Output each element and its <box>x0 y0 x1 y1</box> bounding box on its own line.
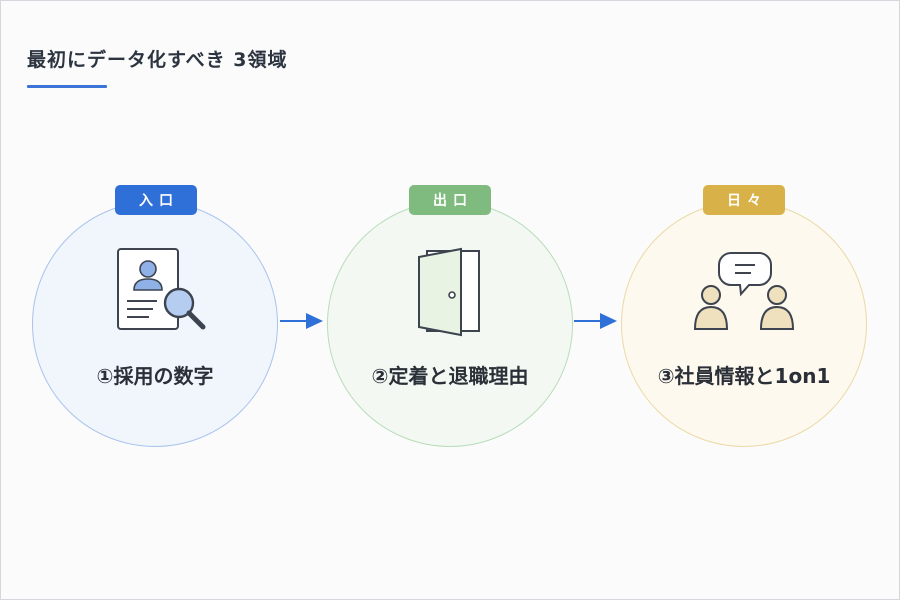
door-icon <box>418 247 480 337</box>
arrow-2-to-3 <box>574 313 617 329</box>
step-tag-entry: 入口 <box>115 185 197 215</box>
step-tag-exit: 出口 <box>409 185 491 215</box>
step-label-daily: ③社員情報と1on1 <box>657 364 831 388</box>
title-underline <box>27 85 107 88</box>
page-title: 最初にデータ化すべき 3領域 <box>27 49 288 71</box>
people-conversation-icon <box>693 252 795 330</box>
step-circle-daily <box>621 201 867 447</box>
step-label-exit: ②定着と退職理由 <box>371 364 529 388</box>
resume-search-icon <box>117 248 206 330</box>
arrow-1-to-2 <box>280 313 323 329</box>
step-circle-entry <box>32 201 278 447</box>
step-tag-daily: 日々 <box>703 185 785 215</box>
step-label-entry: ①採用の数字 <box>96 364 214 388</box>
